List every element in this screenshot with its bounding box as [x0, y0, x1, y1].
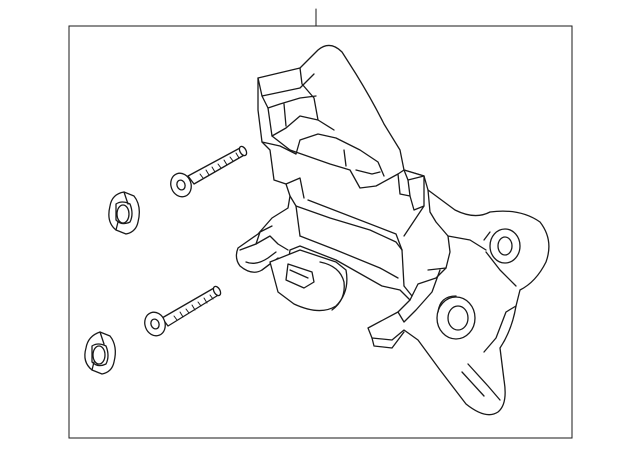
- bolt: [144, 285, 222, 337]
- mounting-bracket: [235, 44, 550, 416]
- diagram-frame: [68, 25, 573, 439]
- nut: [84, 331, 116, 375]
- nut: [108, 191, 140, 235]
- bolt: [170, 145, 248, 198]
